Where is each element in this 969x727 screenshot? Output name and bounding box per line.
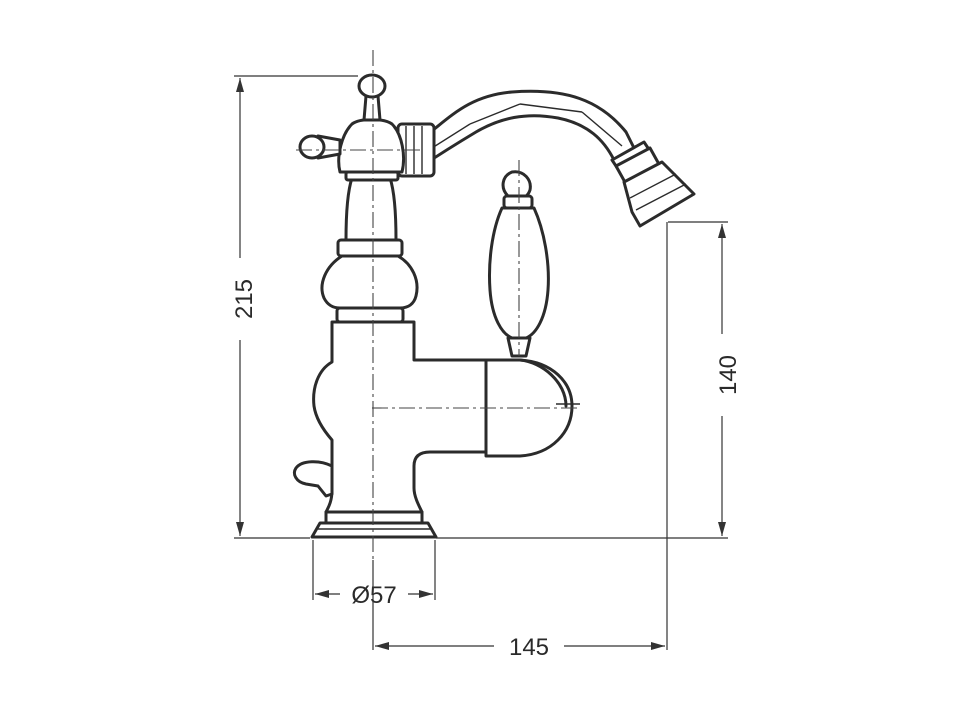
dimension-spout-height: 140 [436,221,742,539]
neck-collar-upper [336,238,404,258]
swivel-head [337,118,406,174]
dimension-spout-reach: 145 [372,222,668,661]
spout-tube [418,89,636,168]
center-lines [296,50,578,560]
dimension-total-height: 215 [231,75,358,539]
faucet-base-plinth [310,521,438,539]
faucet-body [312,320,488,514]
neck-stem [344,176,398,242]
spout-reach-label: 145 [509,634,549,661]
cross-knob-left [298,134,326,160]
cross-knob-top [357,73,387,99]
spout-outlet [610,140,696,228]
popup-knob [292,460,334,498]
faucet-outline [292,73,696,539]
spout-height-label: 140 [715,355,742,395]
total-height-label: 215 [231,279,258,319]
neck-bulb [320,254,419,310]
base-diameter-label: Ø57 [351,582,396,609]
dimension-base-diameter: Ø57 [312,540,436,609]
faucet-base-ring [324,510,424,525]
neck-collar-lower [335,306,405,324]
